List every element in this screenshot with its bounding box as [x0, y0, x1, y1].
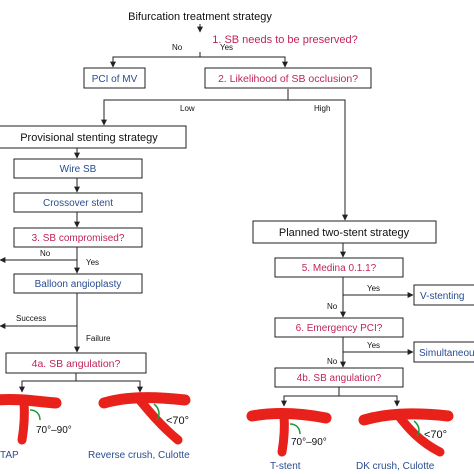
- node-wire-sb-label: Wire SB: [60, 164, 97, 175]
- edge-label-failure: Failure: [86, 334, 111, 343]
- node-q2: [204, 67, 372, 89]
- vessel-reverse-crush-illustration: [98, 392, 191, 445]
- edge-q1-no: [110, 52, 201, 68]
- edge-q3-no: [0, 247, 78, 263]
- node-q3: [13, 227, 143, 248]
- node-provisional-label: Provisional stenting strategy: [20, 132, 158, 144]
- node-crossover: [13, 192, 143, 213]
- outcome-dk-crush: DK crush, Culotte: [356, 461, 435, 472]
- vessel-tap-illustration: [0, 393, 62, 445]
- node-balloon-label: Balloon angioplasty: [35, 279, 122, 290]
- node-simultaneous-label: Simultaneous: [419, 348, 474, 359]
- diagram-title: Bifurcation treatment strategy: [128, 11, 272, 23]
- edge-q2-high: [288, 99, 348, 221]
- angle-label-a4: <70°: [424, 429, 447, 441]
- node-q4a-label: 4a. SB angulation?: [32, 358, 121, 370]
- edge-label-yes5: Yes: [367, 284, 380, 293]
- node-planned: [252, 220, 437, 244]
- angle-label-a1: 70°–90°: [36, 425, 72, 436]
- node-balloon: [13, 273, 143, 294]
- node-wire-sb: [13, 158, 143, 179]
- node-provisional: [0, 125, 187, 149]
- edge-q1-yes: [199, 52, 288, 68]
- node-q6: [274, 317, 404, 338]
- edge-label-no6: No: [327, 357, 338, 366]
- node-pci-mv-label: PCI of MV: [92, 74, 138, 85]
- edge-label-low: Low: [180, 104, 195, 113]
- node-q5: [274, 257, 404, 278]
- edge-label-yes1: Yes: [220, 43, 233, 52]
- node-q6-label: 6. Emergency PCI?: [296, 323, 383, 334]
- node-crossover-label: Crossover stent: [43, 198, 113, 209]
- angle-label-a2: <70°: [166, 415, 189, 427]
- question-q1: 1. SB needs to be preserved?: [212, 34, 358, 46]
- vessel-tstent-illustration: [246, 408, 332, 457]
- edge-q4b-right: [339, 395, 400, 407]
- node-q5-label: 5. Medina 0.1.1?: [302, 263, 377, 274]
- node-simultaneous: [413, 341, 474, 363]
- node-vstenting: [413, 284, 474, 306]
- node-pci-mv: [83, 67, 146, 89]
- edge-q4a-left: [19, 373, 77, 393]
- edge-label-no1: No: [172, 43, 183, 52]
- vessel-dk-crush-illustration: [358, 408, 454, 457]
- node-q2-label: 2. Likelihood of SB occlusion?: [218, 73, 358, 85]
- angle-label-a3: 70°–90°: [291, 437, 327, 448]
- edge-q2-low: [101, 89, 289, 126]
- node-q4b-label: 4b. SB angulation?: [297, 373, 382, 384]
- edge-label-yes3: Yes: [86, 258, 99, 267]
- edge-label-yes6: Yes: [367, 341, 380, 350]
- edge-label-high: High: [314, 104, 330, 113]
- node-q3-label: 3. SB compromised?: [32, 233, 125, 244]
- node-vstenting-label: V-stenting: [420, 291, 464, 302]
- outcome-reverse-crush: Reverse crush, Culotte: [88, 450, 190, 461]
- edge-label-no5: No: [327, 302, 338, 311]
- outcome-tstent: T-stent: [270, 461, 301, 472]
- edge-label-success: Success: [16, 314, 46, 323]
- outcome-tap: TAP: [0, 450, 19, 461]
- edge-q4b-left: [281, 387, 340, 407]
- edge-q4a-right: [76, 380, 143, 393]
- node-planned-label: Planned two-stent strategy: [279, 227, 410, 239]
- edge-label-no3: No: [40, 249, 51, 258]
